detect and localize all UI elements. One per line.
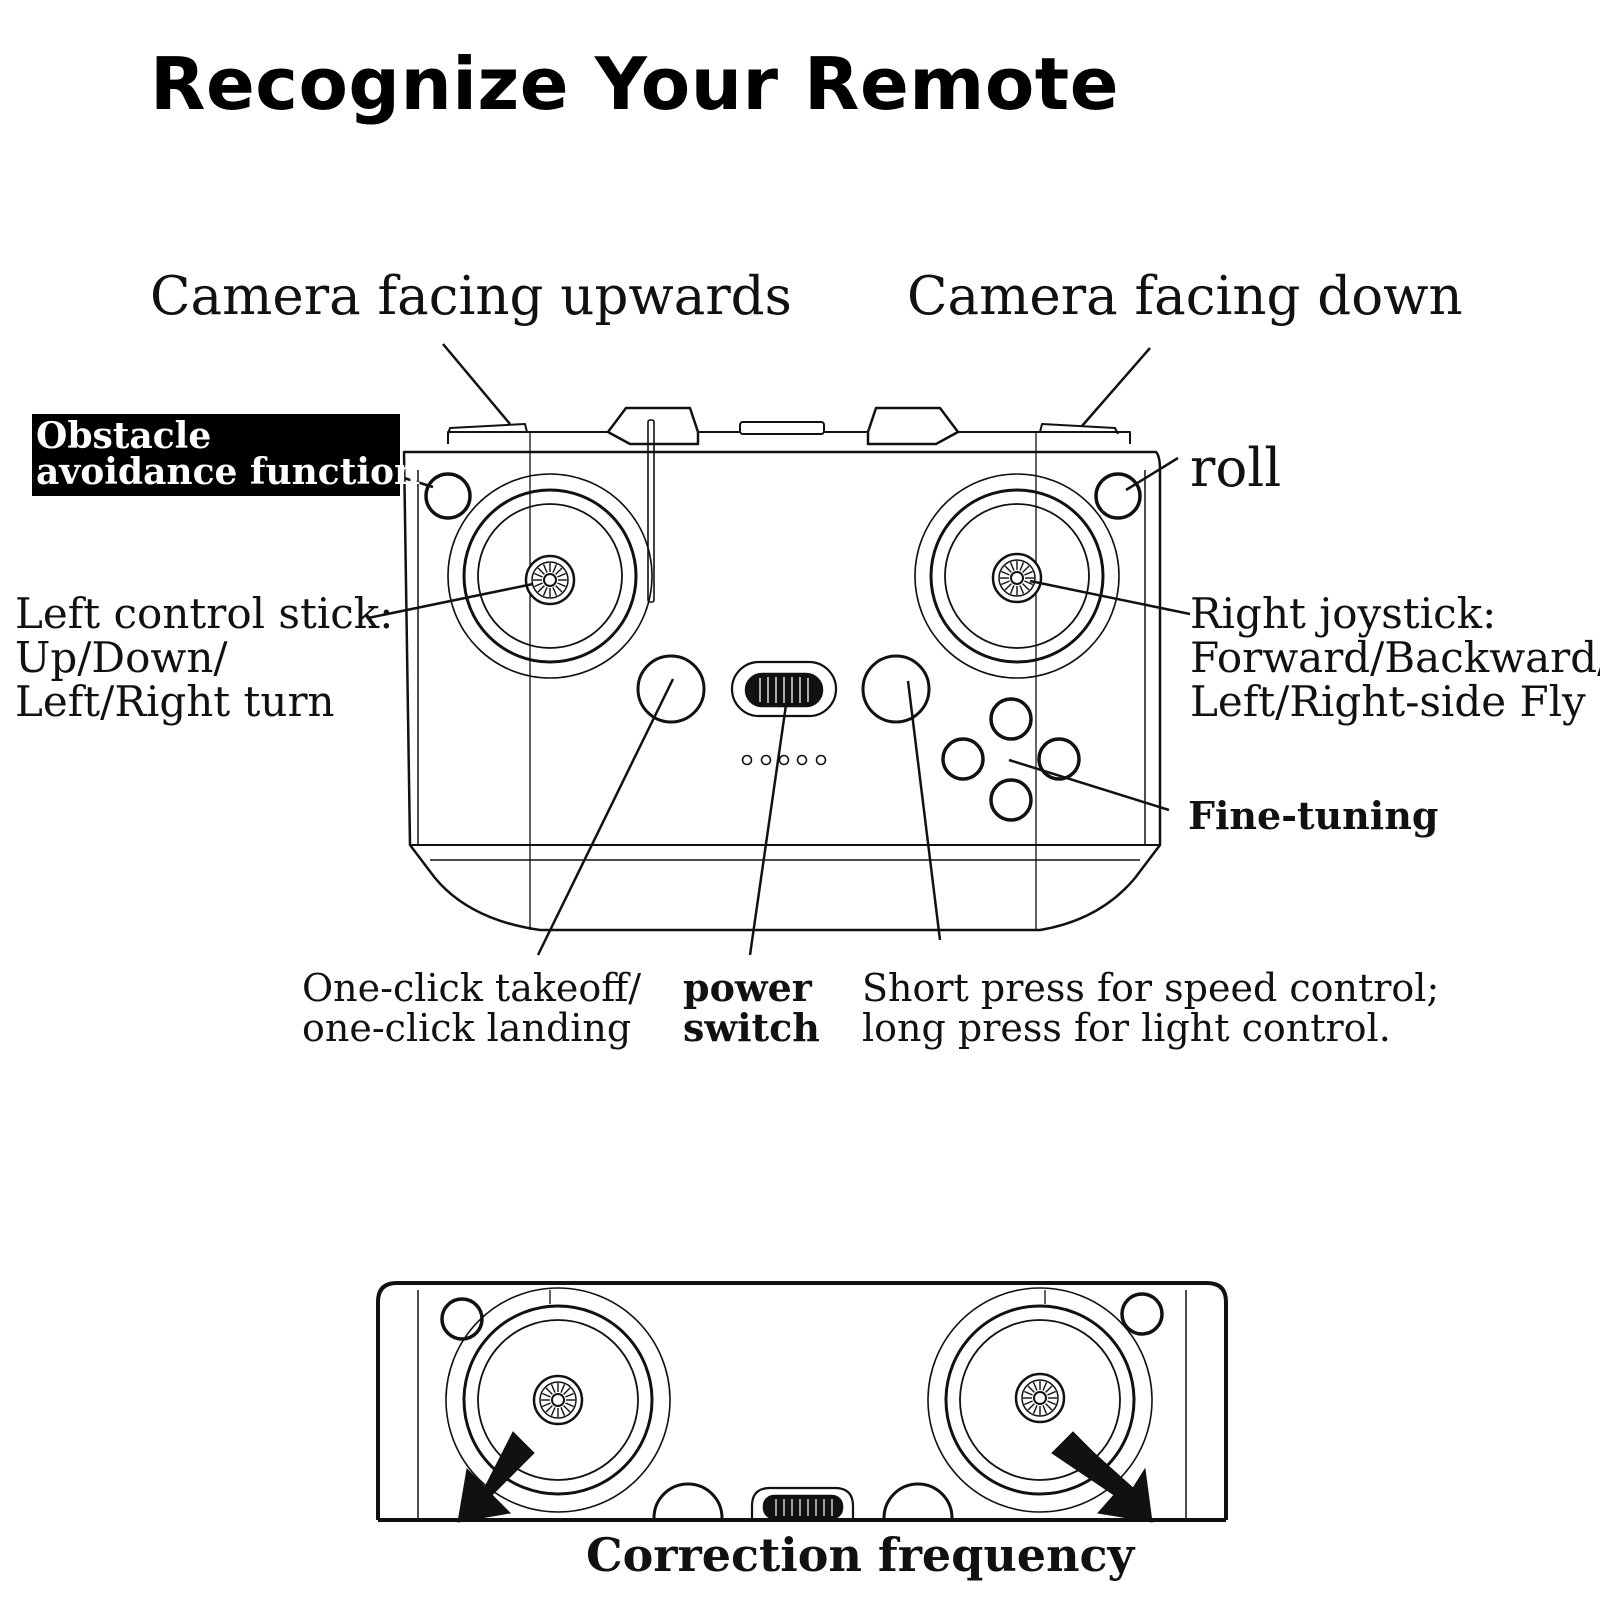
power-line-2: switch: [683, 1005, 820, 1050]
camera-up-label: Camera facing upwards: [150, 266, 792, 327]
left-stick-line-1: Left control stick:: [15, 589, 394, 638]
obstacle-avoidance-label: Obstacle avoidance function: [32, 414, 421, 496]
camera-down-label: Camera facing down: [907, 266, 1463, 327]
power-switch-label: power switch: [683, 968, 820, 1048]
speed-line-1: Short press for speed control;: [862, 966, 1440, 1010]
right-stick-line-3: Left/Right-side Fly: [1190, 677, 1586, 726]
page-title: Recognize Your Remote: [150, 42, 1120, 126]
callout-lines: [367, 343, 1191, 956]
obstacle-line-1: Obstacle: [36, 415, 212, 457]
roll-label: roll: [1190, 438, 1282, 499]
obstacle-line-2: avoidance function: [36, 451, 421, 493]
remote-correction-view: [376, 1281, 1228, 1522]
speed-line-2: long press for light control.: [862, 1006, 1391, 1050]
takeoff-landing-label: One-click takeoff/ one-click landing: [302, 968, 641, 1048]
right-stick-line-1: Right joystick:: [1190, 589, 1497, 638]
left-stick-label: Left control stick: Up/Down/ Left/Right …: [15, 592, 393, 724]
power-line-1: power: [683, 965, 812, 1010]
correction-frequency-label: Correction frequency: [586, 1528, 1135, 1582]
speed-light-label: Short press for speed control; long pres…: [862, 968, 1439, 1048]
correction-arrow-left: [457, 1431, 535, 1523]
right-stick-line-2: Forward/Backward/: [1190, 633, 1600, 682]
correction-arrow-right: [1051, 1431, 1153, 1523]
left-stick-line-3: Left/Right turn: [15, 677, 335, 726]
left-stick-line-2: Up/Down/: [15, 633, 228, 682]
right-stick-label: Right joystick: Forward/Backward/ Left/R…: [1190, 592, 1600, 724]
remote-front-view: [402, 406, 1162, 932]
takeoff-line-1: One-click takeoff/: [302, 966, 642, 1010]
takeoff-line-2: one-click landing: [302, 1006, 632, 1050]
fine-tuning-label: Fine-tuning: [1188, 793, 1439, 838]
